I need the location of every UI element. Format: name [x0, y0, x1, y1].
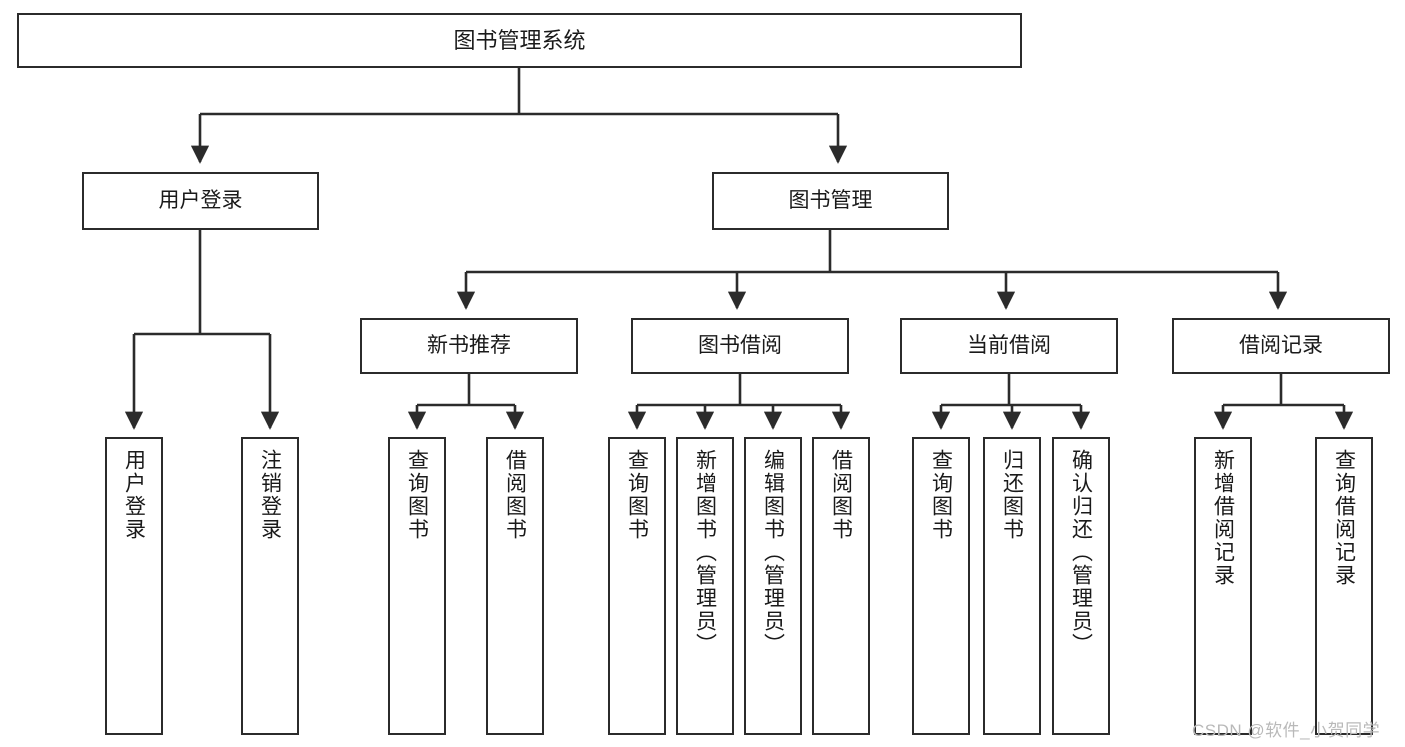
leaf-query-book-recommend[interactable]: 查询图书: [388, 437, 446, 735]
leaf-edit-book-admin[interactable]: 编辑图书（管理员）: [744, 437, 802, 735]
leaf-borrow-book-label: 借阅图书: [829, 449, 853, 541]
node-user-login[interactable]: 用户登录: [82, 172, 319, 230]
node-book-borrow[interactable]: 图书借阅: [631, 318, 849, 374]
leaf-borrow-book-recommend[interactable]: 借阅图书: [486, 437, 544, 735]
leaf-logout[interactable]: 注销登录: [241, 437, 299, 735]
node-root-label: 图书管理系统: [453, 27, 586, 53]
leaf-user-login-label: 用户登录: [122, 449, 146, 541]
leaf-add-book-admin-label: 新增图书（管理员）: [693, 449, 717, 656]
leaf-query-book-current-label: 查询图书: [929, 449, 953, 541]
node-root[interactable]: 图书管理系统: [17, 13, 1022, 68]
node-new-book-recommend[interactable]: 新书推荐: [360, 318, 578, 374]
leaf-query-borrow-record-label: 查询借阅记录: [1332, 449, 1356, 587]
leaf-logout-label: 注销登录: [258, 449, 282, 541]
node-book-borrow-label: 图书借阅: [698, 333, 782, 357]
leaf-confirm-return-admin[interactable]: 确认归还（管理员）: [1052, 437, 1110, 735]
leaf-edit-book-admin-label: 编辑图书（管理员）: [761, 449, 785, 656]
node-new-book-recommend-label: 新书推荐: [427, 333, 511, 357]
leaf-query-book-recommend-label: 查询图书: [405, 449, 429, 541]
leaf-add-borrow-record[interactable]: 新增借阅记录: [1194, 437, 1252, 735]
leaf-add-book-admin[interactable]: 新增图书（管理员）: [676, 437, 734, 735]
leaf-user-login[interactable]: 用户登录: [105, 437, 163, 735]
node-user-login-label: 用户登录: [158, 188, 243, 212]
node-current-borrow-label: 当前借阅: [967, 333, 1051, 357]
leaf-query-book[interactable]: 查询图书: [608, 437, 666, 735]
leaf-return-book[interactable]: 归还图书: [983, 437, 1041, 735]
leaf-return-book-label: 归还图书: [1000, 449, 1024, 541]
leaf-confirm-return-admin-label: 确认归还（管理员）: [1069, 449, 1093, 656]
leaf-add-borrow-record-label: 新增借阅记录: [1211, 449, 1235, 587]
leaf-query-borrow-record[interactable]: 查询借阅记录: [1315, 437, 1373, 735]
node-borrow-record-label: 借阅记录: [1239, 333, 1323, 357]
node-borrow-record[interactable]: 借阅记录: [1172, 318, 1390, 374]
leaf-query-book-current[interactable]: 查询图书: [912, 437, 970, 735]
csdn-watermark: CSDN @软件_小贺同学: [1192, 721, 1381, 740]
leaf-borrow-book[interactable]: 借阅图书: [812, 437, 870, 735]
leaf-borrow-book-recommend-label: 借阅图书: [503, 449, 527, 541]
node-current-borrow[interactable]: 当前借阅: [900, 318, 1118, 374]
leaf-query-book-label: 查询图书: [625, 449, 649, 541]
node-book-management[interactable]: 图书管理: [712, 172, 949, 230]
node-book-management-label: 图书管理: [788, 188, 873, 212]
